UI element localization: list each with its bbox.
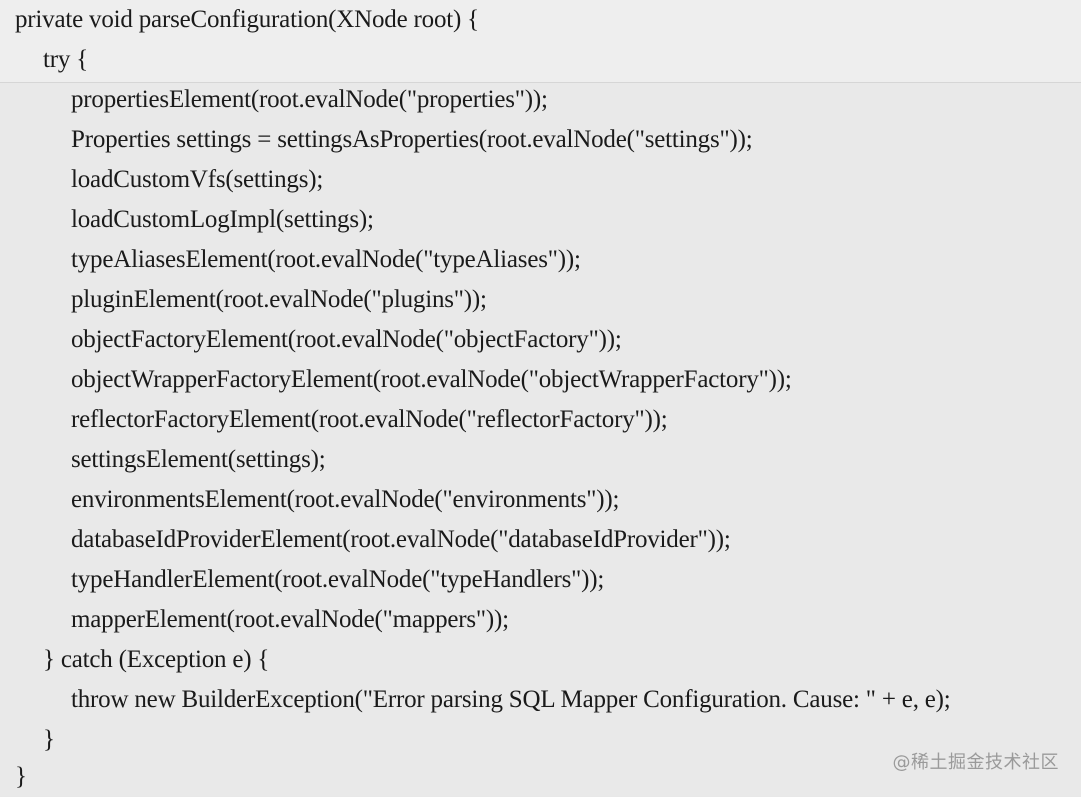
code-header-band <box>0 0 1081 83</box>
watermark-text: @稀土掘金技术社区 <box>892 752 1059 773</box>
code-line: try { <box>43 46 89 73</box>
code-line: environmentsElement(root.evalNode("envir… <box>71 486 620 513</box>
code-line: objectWrapperFactoryElement(root.evalNod… <box>71 366 792 393</box>
code-line: pluginElement(root.evalNode("plugins")); <box>71 286 487 313</box>
code-line: } catch (Exception e) { <box>43 646 270 673</box>
code-line: loadCustomVfs(settings); <box>71 166 324 193</box>
code-line: throw new BuilderException("Error parsin… <box>71 686 951 713</box>
code-line: typeAliasesElement(root.evalNode("typeAl… <box>71 246 581 273</box>
code-line: objectFactoryElement(root.evalNode("obje… <box>71 326 622 353</box>
code-line: mapperElement(root.evalNode("mappers")); <box>71 606 509 633</box>
code-line: private void parseConfiguration(XNode ro… <box>15 6 479 33</box>
code-line: Properties settings = settingsAsProperti… <box>71 126 753 153</box>
code-line: typeHandlerElement(root.evalNode("typeHa… <box>71 566 605 593</box>
code-line: reflectorFactoryElement(root.evalNode("r… <box>71 406 668 433</box>
code-line: loadCustomLogImpl(settings); <box>71 206 374 233</box>
code-line: } <box>43 726 55 753</box>
code-line: propertiesElement(root.evalNode("propert… <box>71 86 548 113</box>
code-line: databaseIdProviderElement(root.evalNode(… <box>71 526 731 553</box>
code-line: settingsElement(settings); <box>71 446 326 473</box>
code-line: } <box>15 763 27 790</box>
